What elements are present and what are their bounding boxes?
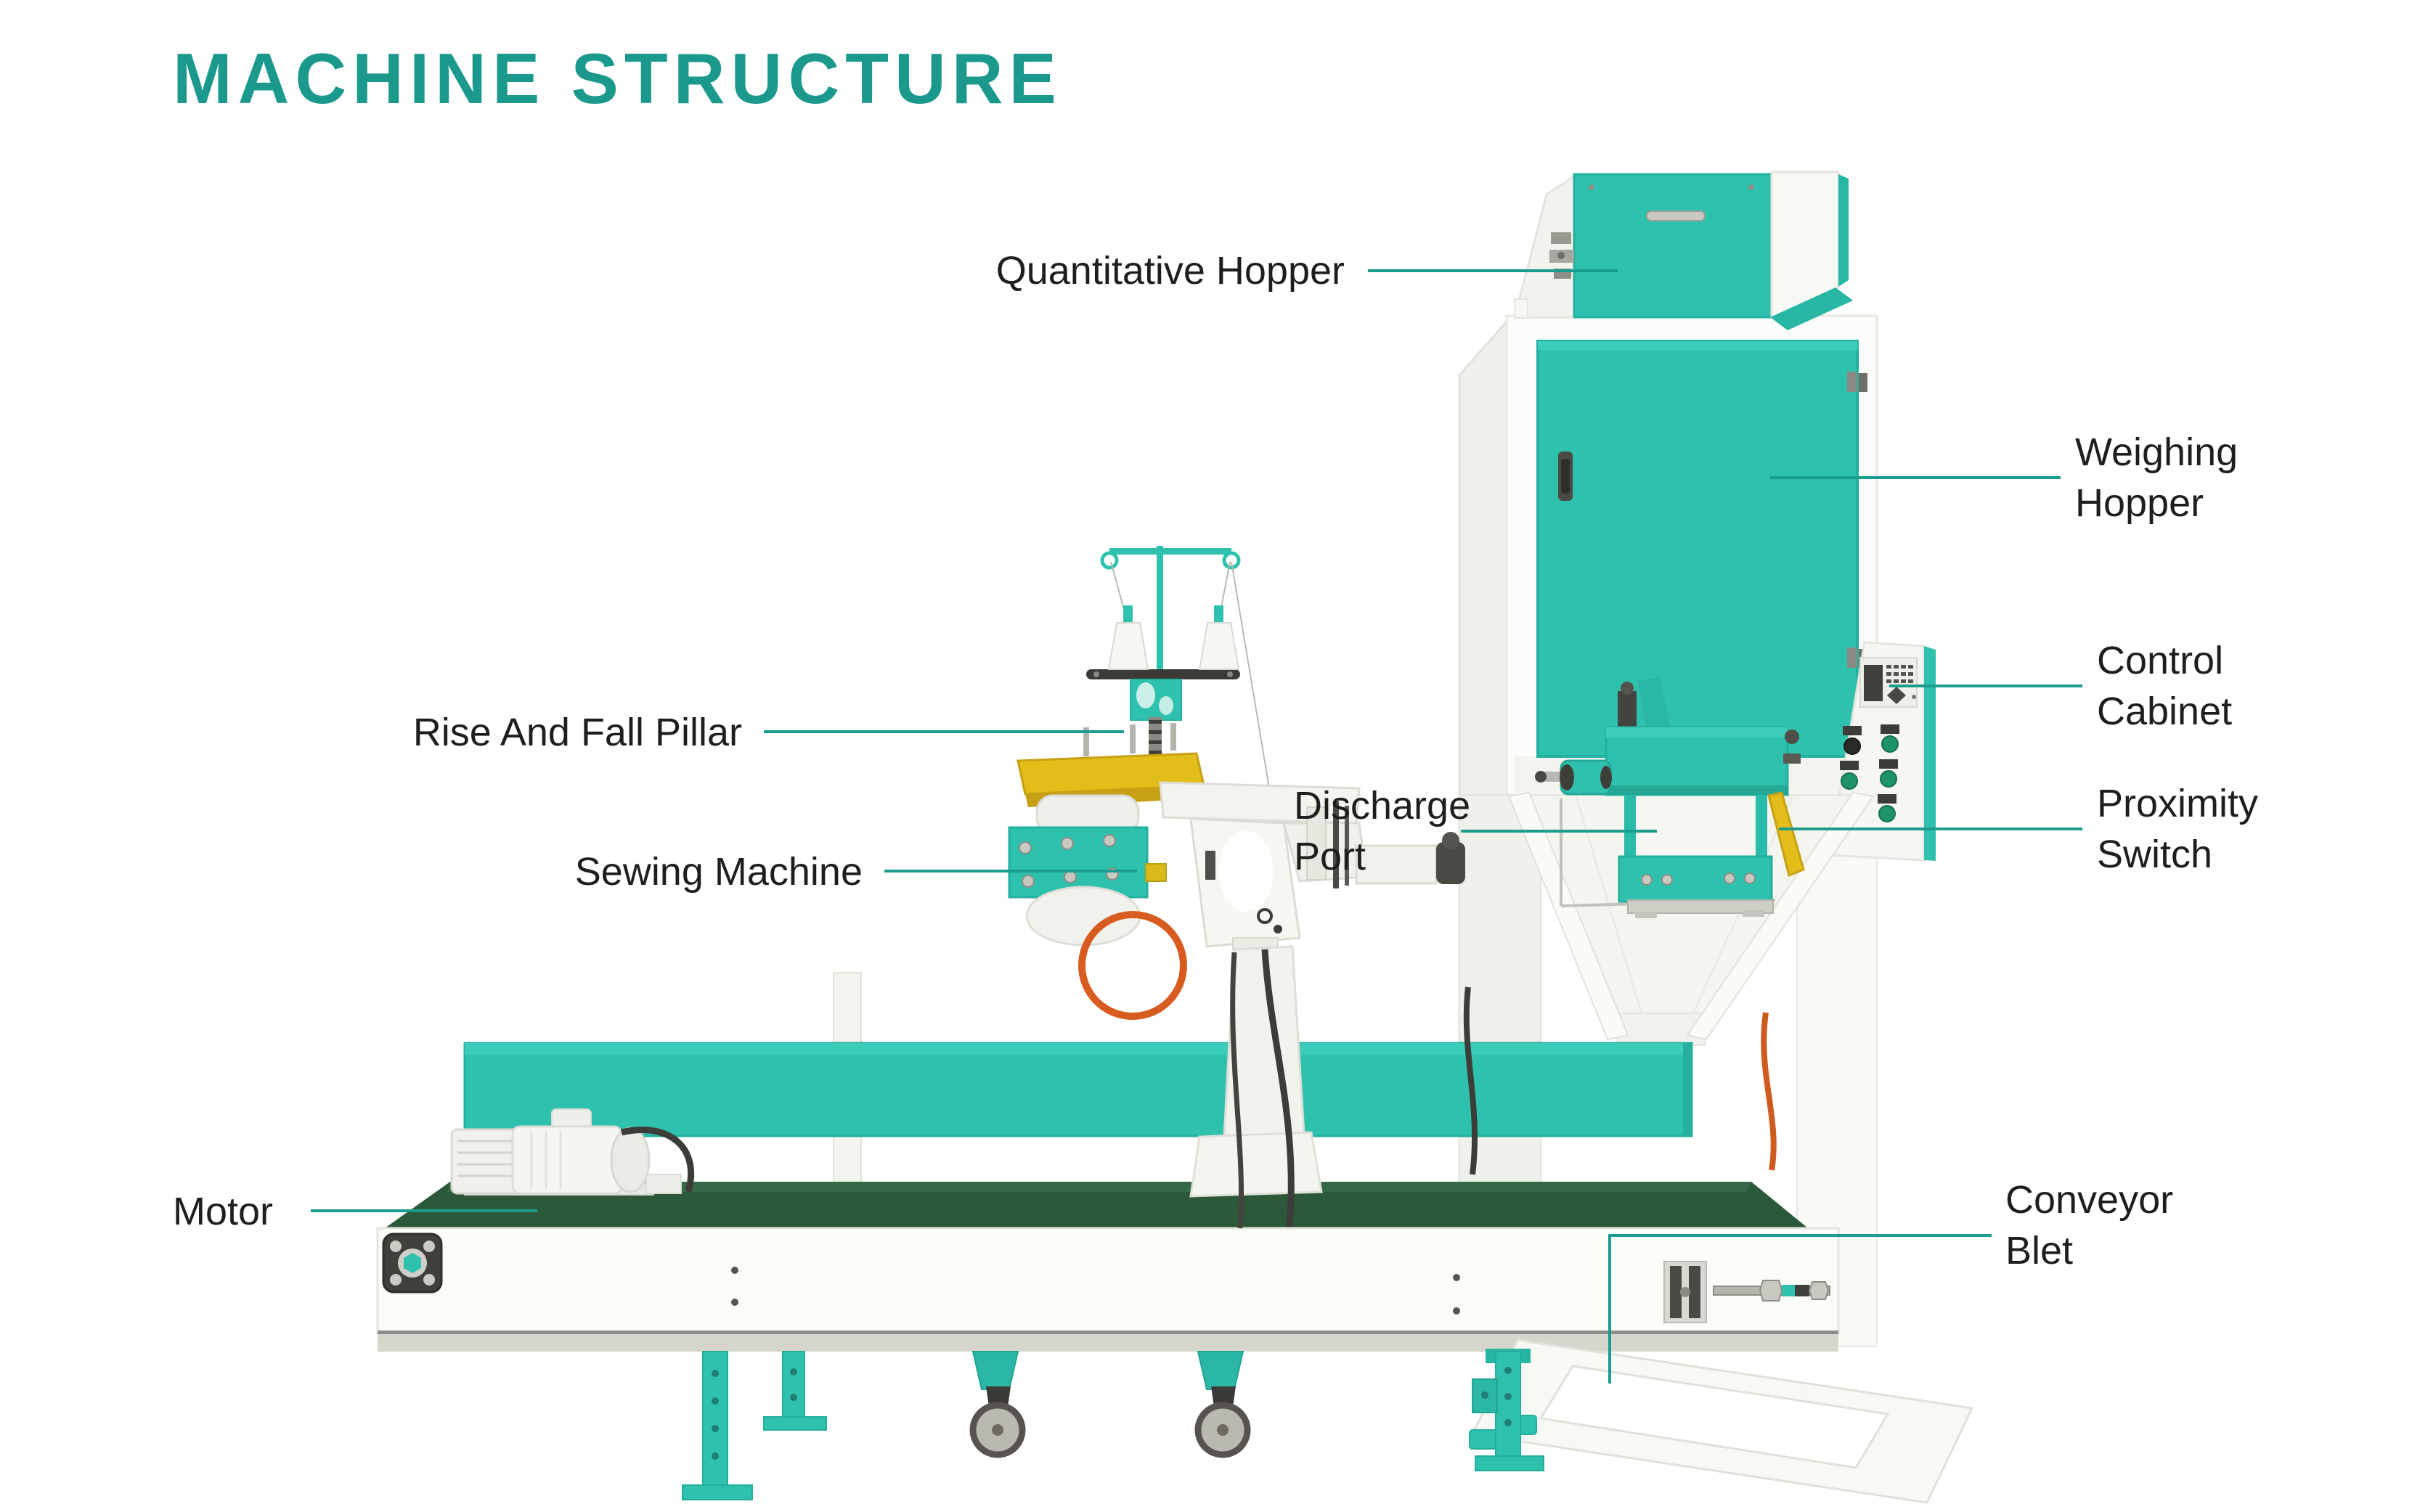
label-discharge-port: Discharge Port [1294,784,1471,878]
label-quantitative-hopper: Quantitative Hopper [995,249,1345,293]
leader-line-conveyor-belt-horizontal [1608,1234,1992,1237]
leader-line-rise-and-fall-pillar [764,730,1124,733]
leader-line-sewing-machine [884,870,1137,873]
leader-line-quantitative-hopper [1368,269,1618,272]
label-control-cabinet: Control Cabinet [2097,639,2233,733]
air-hose-loop [1078,911,1187,1020]
discharge-port-assembly [1535,677,1805,918]
belt-tensioner [1663,1261,1830,1323]
thread-cone-right [1198,605,1240,670]
label-rise-and-fall-pillar: Rise And Fall Pillar [412,711,742,754]
motor-unit [450,1108,695,1196]
thread-stand [1086,546,1273,806]
leader-line-weighing-hopper [1770,476,2061,479]
leader-line-motor [311,1209,537,1212]
sewing-head [1159,781,1465,950]
left-front-leg [682,1351,753,1500]
proximity-switch-bracket [1767,791,1805,878]
leader-line-discharge-port [1461,830,1657,833]
support-legs [682,1349,1544,1500]
clutch-motor [1008,794,1167,947]
sewing-machine-assembly [1008,546,1465,1229]
caster-wheel-left [969,1351,1026,1458]
label-conveyor-belt: Conveyor Blet [2005,1178,2174,1272]
thread-cone-left [1107,605,1149,670]
door-hinge-top [1847,372,1867,392]
caster-wheel-right [1194,1351,1251,1458]
leader-line-proximity-switch [1779,827,2082,830]
cables [1463,986,1777,1175]
label-motor: Motor [173,1190,274,1233]
weighing-hopper-door [1536,340,1867,758]
conveyor [376,1182,1840,1352]
label-sewing-machine: Sewing Machine [574,850,863,894]
page-title: MACHINE STRUCTURE [173,38,1062,118]
support-beam [463,972,1693,1229]
floor-frame [1469,1339,1974,1504]
label-proximity-switch: Proximity Switch [2097,782,2259,876]
conveyor-belt-surface [385,1182,1808,1228]
quantitative-hopper-box [1513,171,1853,330]
bearing-flange [382,1233,443,1294]
keypad-display [1859,657,1918,708]
right-leg [1472,1349,1544,1471]
leader-line-control-cabinet [1889,685,2082,687]
leader-line-conveyor-belt-vertical [1608,1234,1611,1384]
feed-cylinder [1535,759,1612,796]
label-weighing-hopper: Weighing Hopper [2075,430,2238,525]
left-rear-leg [763,1351,827,1431]
